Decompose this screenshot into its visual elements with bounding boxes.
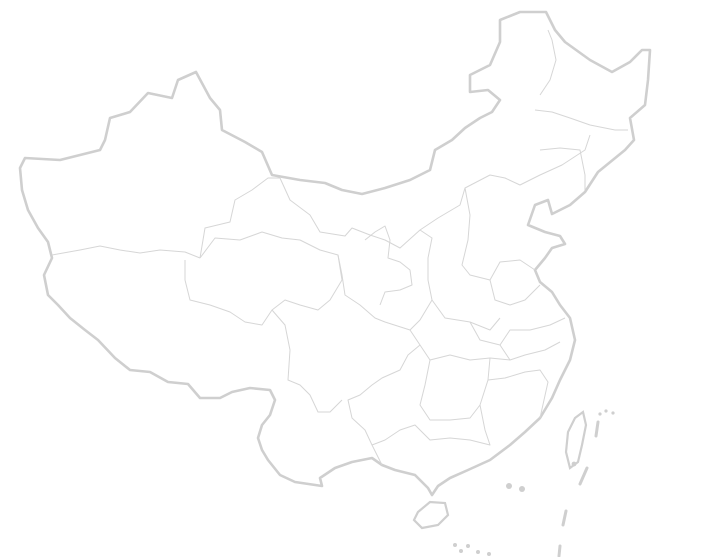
island-dot: [506, 483, 512, 489]
border-gansu-inner: [279, 134, 591, 249]
island-dot: [598, 412, 602, 416]
province-borders: [51, 29, 628, 466]
island-dot: [611, 411, 615, 415]
border-central-south: [347, 317, 566, 466]
island-dots: [453, 409, 615, 556]
island-dot: [466, 544, 470, 548]
island-dot: [519, 486, 525, 492]
border-xinjiang-tibet: [51, 245, 201, 259]
island-dot: [459, 549, 463, 553]
dash-segment: [561, 509, 568, 527]
dash-segment: [578, 466, 589, 486]
country-outline: [18, 10, 652, 497]
island-dot: [453, 543, 457, 547]
border-northeast: [534, 29, 628, 190]
border-qinghai-sichuan: [184, 231, 343, 326]
taiwan-island: [564, 410, 588, 470]
nine-dash-line: [557, 420, 600, 557]
border-gansu-ningxia: [364, 225, 413, 306]
border-tibet-sichuan: [271, 309, 343, 413]
island-dot: [487, 552, 491, 556]
border-shaanxi-shanxi: [419, 229, 501, 331]
hainan-island: [412, 500, 450, 530]
border-sichuan-shaanxi: [337, 254, 433, 331]
dash-segment: [557, 544, 562, 557]
border-xinjiang-qinghai: [199, 177, 280, 259]
island-dot: [571, 461, 577, 467]
border-hebei: [461, 187, 536, 281]
island-dot: [604, 409, 608, 413]
dash-segment: [594, 420, 600, 438]
island-dot: [476, 550, 480, 554]
